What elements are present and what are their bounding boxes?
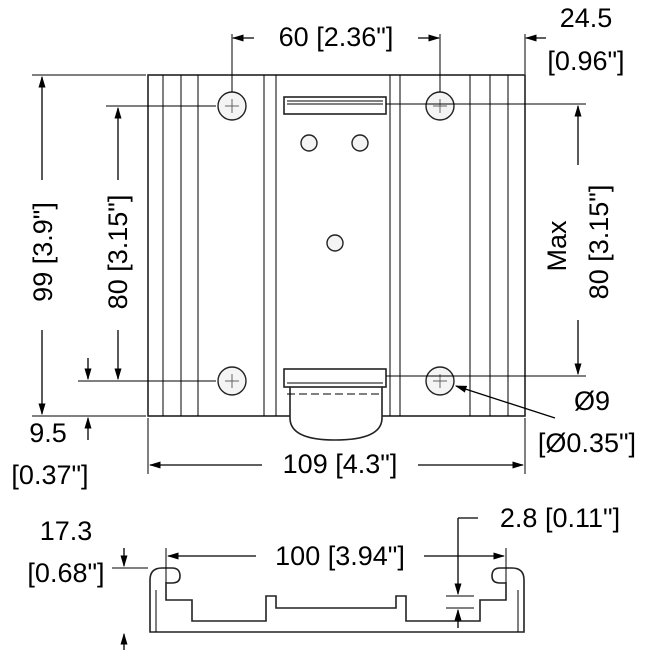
dim-total-height: 99 [3.9"]: [28, 74, 146, 417]
dim-bottom-offset: 9.5 [0.37"]: [11, 358, 92, 490]
mounting-hole-top-right: [425, 91, 455, 121]
lip-label: 2.8 [0.11"]: [500, 503, 620, 533]
hole-spacing-label: 60 [2.36"]: [279, 22, 394, 52]
mounting-hole-bottom-right: [425, 366, 455, 396]
hole-diameter-mm: Ø9: [574, 386, 610, 416]
max-vertical-label: 80 [3.15"]: [584, 185, 614, 300]
hole-vertical-spacing-label: 80 [3.15"]: [103, 195, 133, 310]
dim-total-width: 109 [4.3"]: [147, 418, 526, 479]
top-slot: [283, 96, 387, 115]
total-height-label: 99 [3.9"]: [28, 202, 58, 302]
dim-side-offset: 24.5 [0.96"]: [524, 3, 625, 76]
hole-diameter-in: [Ø0.35"]: [538, 428, 636, 458]
side-offset-in: [0.96"]: [547, 46, 624, 76]
mounting-hole-bottom-left: [217, 366, 247, 396]
side-view-profile: [149, 567, 525, 633]
bottom-offset-mm: 9.5: [29, 418, 67, 448]
total-width-label: 109 [4.3"]: [283, 449, 398, 479]
max-label: Max: [542, 220, 572, 272]
mounting-hole-top-left: [217, 91, 247, 121]
dim-lip: 2.8 [0.11"]: [446, 503, 620, 628]
front-view-plate: [147, 74, 526, 417]
depth-mm: 17.3: [40, 516, 93, 546]
dim-depth: 17.3 [0.68"]: [27, 516, 148, 650]
bottom-offset-in: [0.37"]: [11, 460, 88, 490]
depth-in: [0.68"]: [27, 558, 104, 588]
dim-hole-diameter: Ø9 [Ø0.35"]: [454, 385, 636, 458]
dim-max-vertical: Max 80 [3.15"]: [386, 103, 614, 377]
dim-hole-spacing: 60 [2.36"]: [231, 22, 441, 92]
dim-hole-vertical-spacing: 80 [3.15"]: [78, 105, 216, 382]
dim-side-width: 100 [3.94"]: [165, 541, 507, 583]
bottom-clip: [283, 368, 387, 441]
side-width-label: 100 [3.94"]: [275, 541, 405, 571]
side-offset-mm: 24.5: [560, 3, 613, 33]
small-holes: [300, 134, 369, 252]
